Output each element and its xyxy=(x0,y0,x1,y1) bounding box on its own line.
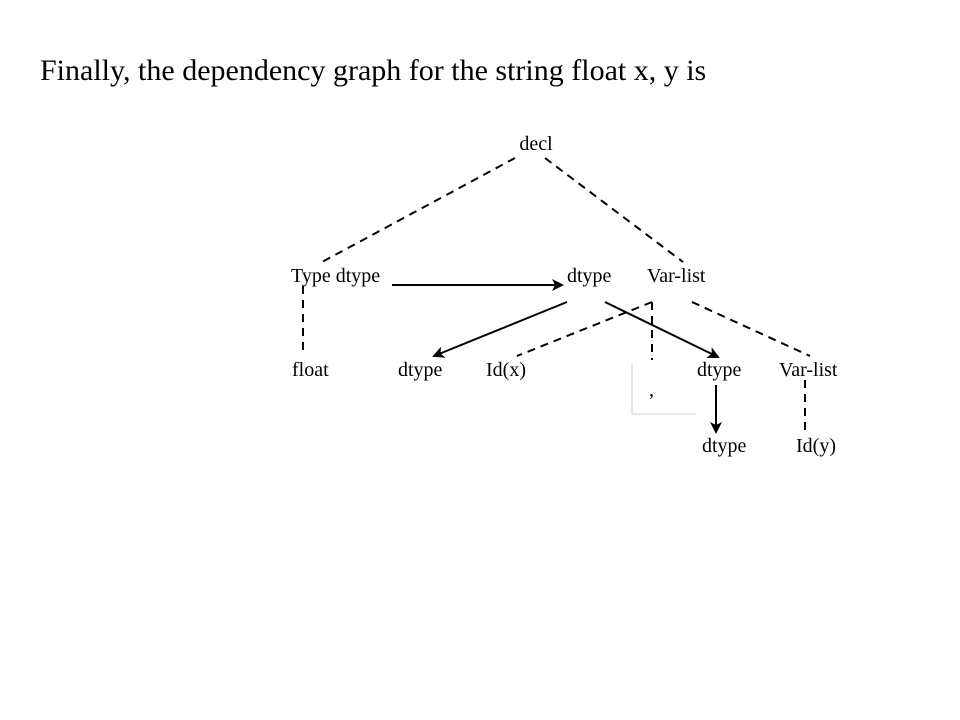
node-comma: , xyxy=(649,379,654,401)
node-decl: decl xyxy=(519,133,553,155)
dependency-arrow xyxy=(432,301,568,358)
node-float: float xyxy=(292,359,329,381)
dependency-arrow xyxy=(604,301,720,359)
node-idx: Id(x) xyxy=(486,359,526,381)
node-varlist-top: Var-list xyxy=(647,265,706,287)
tree-edge xyxy=(321,157,516,263)
comma-box xyxy=(631,364,696,415)
node-varlist-mid: Var-list xyxy=(779,359,838,381)
node-dtype-top: dtype xyxy=(567,265,612,287)
node-type-dtype: Type dtype xyxy=(291,265,380,287)
node-dtype-left: dtype xyxy=(398,359,443,381)
tree-edge xyxy=(516,301,653,357)
tree-edge xyxy=(691,301,811,357)
node-dtype-bottom: dtype xyxy=(702,435,747,457)
node-idy: Id(y) xyxy=(796,435,836,457)
node-dtype-mid: dtype xyxy=(697,359,742,381)
slide-title: Finally, the dependency graph for the st… xyxy=(40,54,707,87)
tree-edge xyxy=(544,157,684,263)
